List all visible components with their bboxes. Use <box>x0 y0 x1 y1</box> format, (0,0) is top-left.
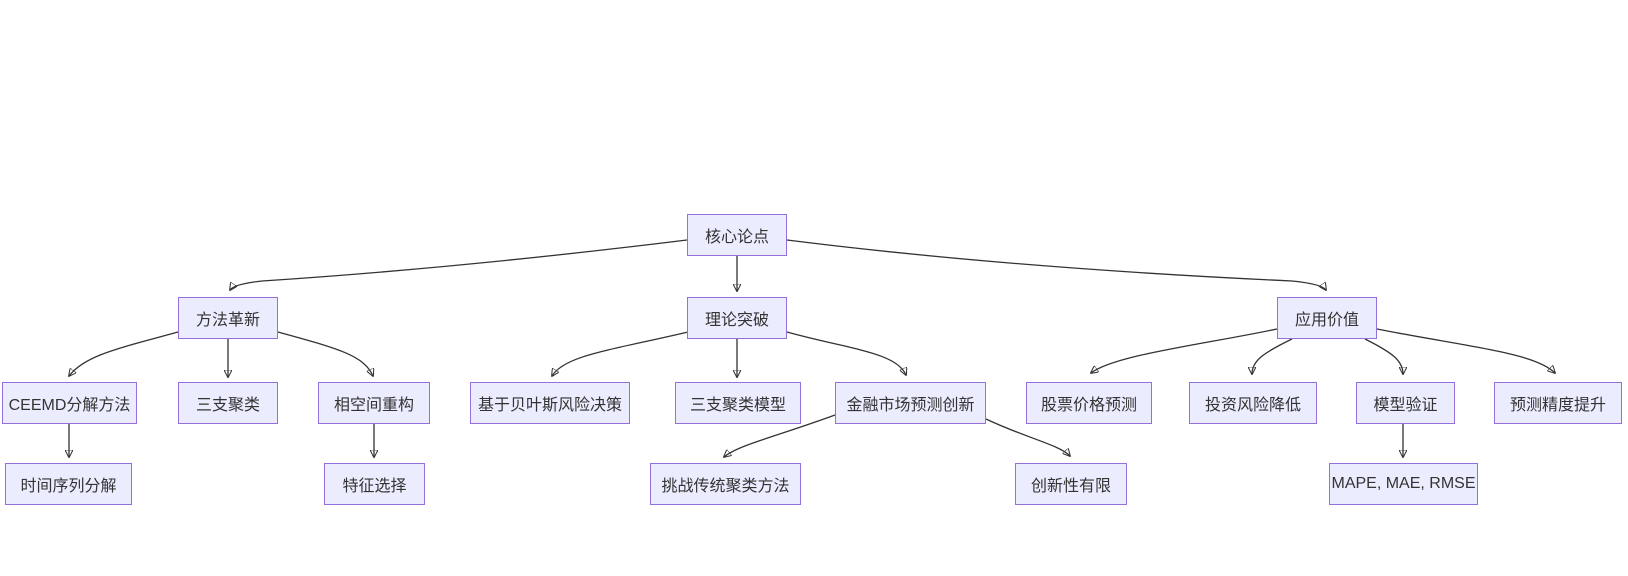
node-financial-market-prediction-innovation: 金融市场预测创新 <box>835 382 986 424</box>
edge-core-to-method <box>230 239 688 290</box>
edge-fininnov-to-limited <box>985 418 1070 456</box>
edge-method-to-phase <box>277 331 373 376</box>
node-method-innovation: 方法革新 <box>178 297 278 339</box>
node-challenge-traditional-clustering: 挑战传统聚类方法 <box>650 463 801 505</box>
node-theory-breakthrough: 理论突破 <box>687 297 787 339</box>
edge-value-to-modelval <box>1364 338 1403 374</box>
node-prediction-accuracy-improvement: 预测精度提升 <box>1494 382 1622 424</box>
node-investment-risk-reduction: 投资风险降低 <box>1189 382 1317 424</box>
node-limited-innovation: 创新性有限 <box>1015 463 1127 505</box>
edge-theory-to-fininnov <box>786 331 906 375</box>
edge-theory-to-bayes <box>552 331 689 376</box>
node-phase-space-reconstruction: 相空间重构 <box>318 382 430 424</box>
edge-fininnov-to-challenge <box>724 414 836 457</box>
node-three-way-clustering-model: 三支聚类模型 <box>675 382 801 424</box>
node-mape-mae-rmse-metrics: MAPE, MAE, RMSE <box>1329 463 1478 505</box>
node-time-series-decomposition: 时间序列分解 <box>5 463 132 505</box>
edge-value-to-stock <box>1091 328 1278 373</box>
node-three-way-clustering: 三支聚类 <box>178 382 278 424</box>
edge-value-to-accuracy <box>1376 328 1555 373</box>
node-ceemd-decomposition-method: CEEMD分解方法 <box>2 382 137 424</box>
node-feature-selection: 特征选择 <box>324 463 425 505</box>
node-bayesian-risk-decision: 基于贝叶斯风险决策 <box>470 382 630 424</box>
edge-value-to-invest <box>1252 338 1293 374</box>
node-model-validation: 模型验证 <box>1356 382 1455 424</box>
node-stock-price-prediction: 股票价格预测 <box>1026 382 1152 424</box>
node-core-thesis: 核心论点 <box>687 214 787 256</box>
node-application-value: 应用价值 <box>1277 297 1377 339</box>
edge-core-to-value <box>786 239 1326 290</box>
edge-method-to-ceemd <box>69 331 179 376</box>
